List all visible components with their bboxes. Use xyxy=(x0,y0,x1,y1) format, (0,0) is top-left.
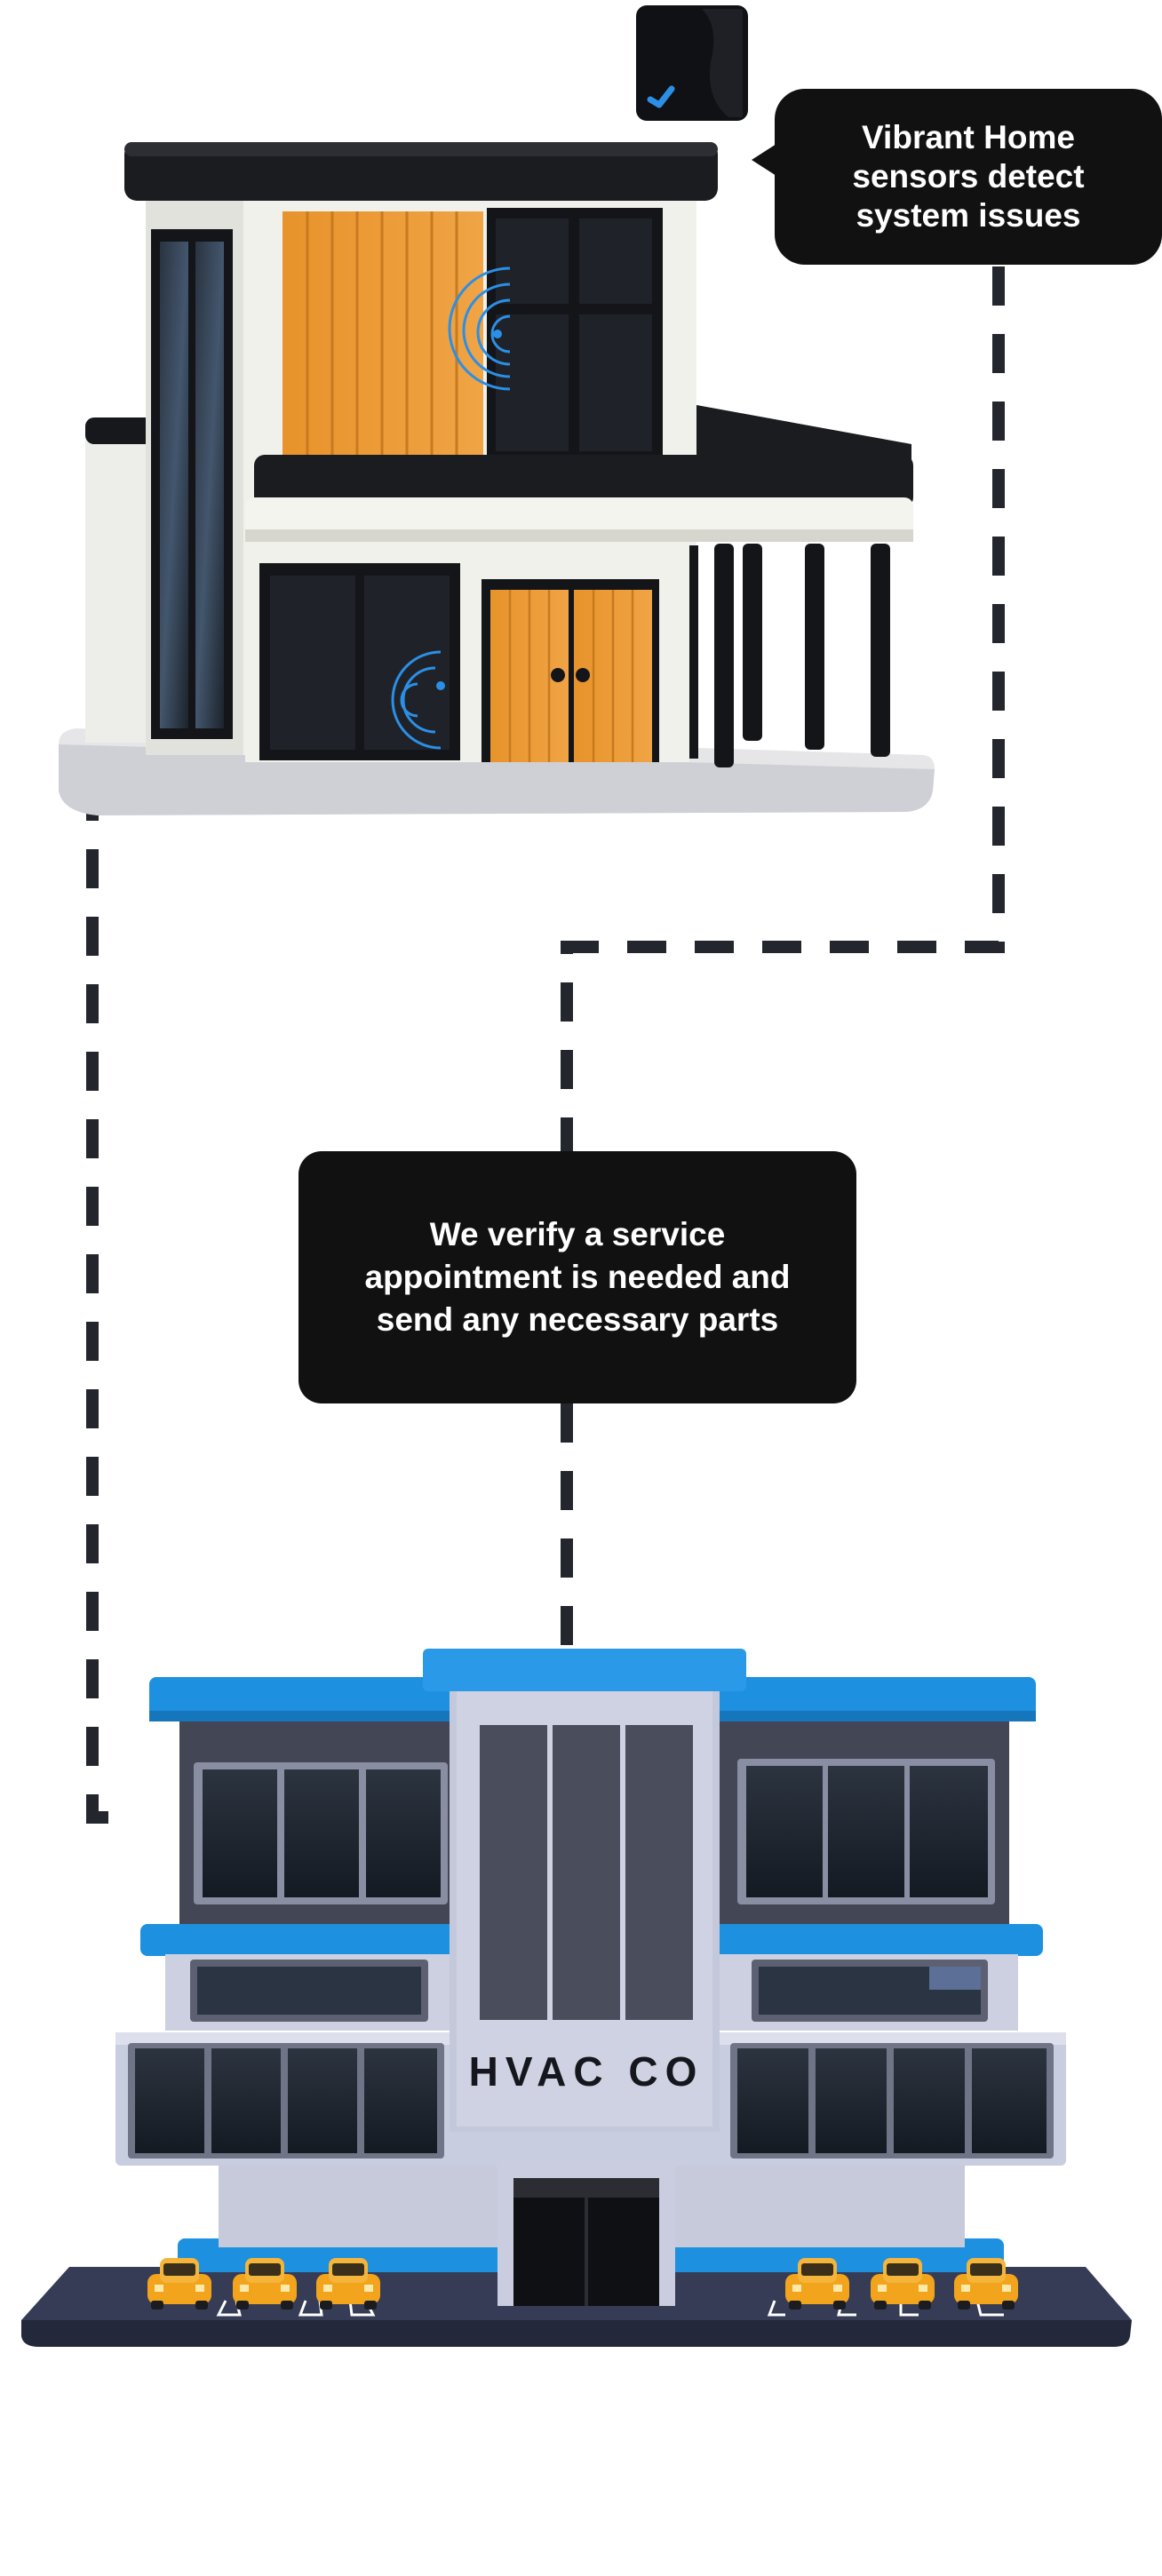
callout-line: system issues xyxy=(856,197,1081,234)
callout-service-verification: We verify a service appointment is neede… xyxy=(298,1151,856,1403)
sensor-device-icon xyxy=(636,5,748,121)
connector-house-to-hvac xyxy=(86,782,123,1824)
hvac-building-illustration: HVAC CO xyxy=(21,1649,1132,2347)
signal-wave-icon xyxy=(448,266,511,391)
parked-cars xyxy=(147,2258,1018,2310)
callout-pointer xyxy=(752,144,776,176)
callout-line: sensors detect xyxy=(852,158,1085,195)
signal-wave-icon xyxy=(391,650,445,750)
connector-lines xyxy=(86,266,1005,1824)
hvac-sign: HVAC CO xyxy=(469,2048,704,2095)
callout-line: send any necessary parts xyxy=(376,1301,779,1338)
callout-line: Vibrant Home xyxy=(862,119,1075,155)
callout-line: We verify a service xyxy=(429,1216,726,1252)
house-illustration xyxy=(59,142,935,815)
callout-sensor-detection: Vibrant Home sensors detect system issue… xyxy=(775,89,1162,265)
callout-line: appointment is needed and xyxy=(364,1259,791,1295)
connector-sensor-to-verify xyxy=(561,266,1005,1151)
